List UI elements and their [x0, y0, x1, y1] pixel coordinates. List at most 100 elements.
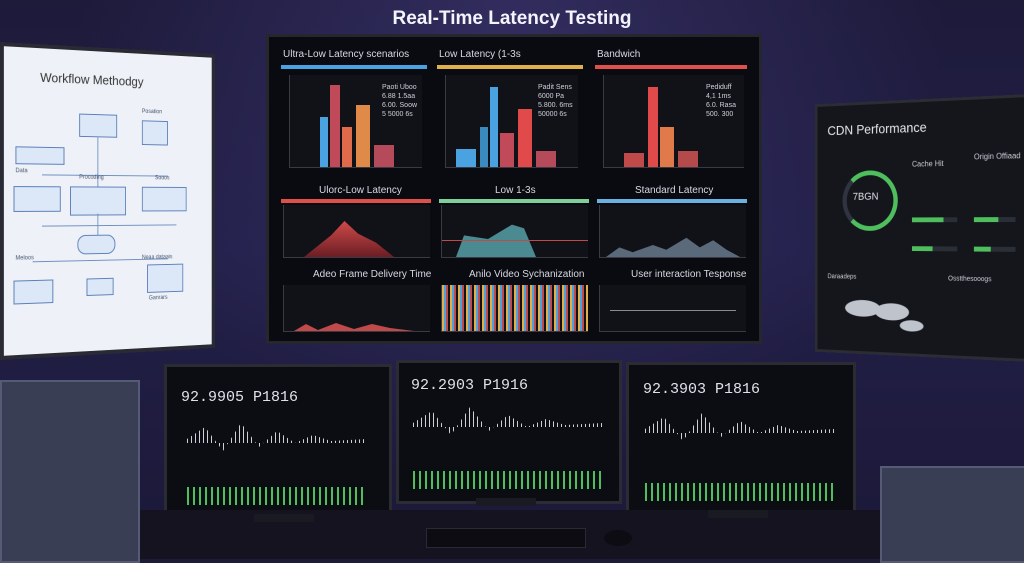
- waveform-monitor: 92.3903 P1816: [626, 362, 856, 516]
- panel-stat: Paoti Uboo: [382, 84, 417, 91]
- whiteboard-label: Meloos: [15, 255, 34, 262]
- flow-box: [141, 120, 168, 146]
- activity-strip: [413, 471, 603, 489]
- monitor-stand: [476, 498, 536, 506]
- panel-stat: 6000 Pa: [538, 93, 565, 100]
- world-map: [834, 286, 932, 343]
- waveform-readout: 92.3903 P1816: [643, 381, 761, 398]
- monitor-stand: [254, 514, 314, 522]
- chart-area: [283, 205, 430, 258]
- panel-title: Adeo Frame Delivery Time: [313, 269, 432, 280]
- whiteboard-label: Sooos: [154, 175, 170, 182]
- panel-stat: 5.800. 6ms: [538, 102, 573, 109]
- cdn-title: CDN Performance: [827, 119, 927, 138]
- chart-spike: [456, 149, 476, 167]
- cache-hit-label: Cache Hit: [911, 159, 944, 169]
- chart-spike: [660, 127, 674, 167]
- panel-color-strip: [597, 199, 747, 203]
- activity-strip: [187, 487, 367, 505]
- panel-title: Bandwich: [597, 49, 641, 60]
- activity-strip: [645, 483, 835, 501]
- chart-area: [599, 285, 746, 332]
- flow-box: [147, 263, 184, 293]
- waveform-monitor: 92.9905 P1816: [164, 364, 392, 520]
- flow-box: [13, 279, 54, 305]
- chart-spike: [624, 153, 644, 167]
- waveform: [645, 413, 835, 441]
- flow-connector: [42, 174, 168, 177]
- panel-title: Ultra-Low Latency scenarios: [283, 49, 410, 60]
- panel-title: Low 1-3s: [495, 185, 536, 196]
- panel-color-strip: [281, 65, 427, 69]
- area-shape: [304, 221, 394, 257]
- flow-connector: [42, 224, 177, 227]
- server-rack-left: [0, 380, 140, 563]
- flow-box: [70, 186, 127, 216]
- waveform: [187, 423, 367, 451]
- waveform-monitor: 92.2903 P1916: [396, 360, 622, 504]
- chart-spike: [678, 151, 698, 167]
- panel-title: Low Latency (1-3s: [439, 49, 521, 60]
- flow-box: [86, 277, 114, 296]
- panel-color-strip: [595, 65, 747, 69]
- flow-node: [77, 234, 116, 255]
- chart-area: [283, 285, 430, 332]
- panel-stat: 6.88 1.5aa: [382, 93, 416, 100]
- whiteboard-label: Ganrars: [148, 295, 168, 302]
- metric-bar: [911, 246, 958, 252]
- chart-spike: [374, 145, 394, 167]
- chart-spike: [320, 117, 328, 167]
- panel-stat: 4,1 1ms: [706, 93, 731, 100]
- mouse[interactable]: [604, 530, 632, 546]
- chart-spike: [648, 87, 658, 167]
- panel-stat: 6.00. Soow: [382, 102, 418, 109]
- metric-bar: [973, 217, 1016, 223]
- panel-color-strip: [281, 199, 431, 203]
- right-panel-label: Osstthesooogs: [948, 275, 992, 284]
- panel-title: Ulorc-Low Latency: [319, 185, 402, 196]
- whiteboard-label: Procoding: [79, 174, 104, 181]
- chart-spike: [518, 109, 532, 167]
- area-shape: [294, 323, 414, 331]
- metric-bar: [911, 217, 958, 223]
- chart-spike: [490, 87, 498, 167]
- chart-area: Pediduff 4,1 1ms 6.0. Rasa 500. 300: [603, 75, 744, 168]
- waveform-readout: 92.9905 P1816: [181, 389, 299, 406]
- flow-connector: [97, 213, 99, 235]
- panel-stat: 5 5000 6s: [382, 111, 413, 118]
- panel-stat: Pediduff: [706, 84, 732, 91]
- area-shape: [456, 224, 536, 257]
- flow-box: [15, 146, 65, 165]
- keyboard[interactable]: [426, 528, 586, 548]
- multi-bar-chart: [441, 285, 588, 332]
- monitor-stand: [708, 510, 768, 518]
- whiteboard-title: Workflow Methodgy: [40, 69, 144, 90]
- panel-title: Standard Latency: [635, 185, 714, 196]
- chart-area: [599, 205, 746, 258]
- metric-bar: [973, 246, 1016, 252]
- waveform: [413, 407, 603, 435]
- trend-line: [610, 310, 736, 311]
- chart-spike: [330, 85, 340, 167]
- cdn-performance-monitor: CDN Performance 7BGN Cache Hit Origin Of…: [814, 94, 1024, 362]
- panel-stat: 6.0. Rasa: [706, 102, 736, 109]
- whiteboard-label: Data: [15, 168, 28, 175]
- waveform-readout: 92.2903 P1916: [411, 377, 529, 394]
- panel-stat: Padit Sens: [538, 84, 572, 91]
- flow-box: [141, 186, 187, 212]
- panel-stat: 50000 6s: [538, 111, 567, 118]
- chart-area: Paoti Uboo 6.88 1.5aa 6.00. Soow 5 5000 …: [289, 75, 422, 168]
- chart-spike: [356, 105, 370, 167]
- chart-spike: [342, 127, 352, 167]
- panel-stat: 500. 300: [706, 111, 734, 118]
- panel-color-strip: [439, 199, 589, 203]
- chart-area: Padit Sens 6000 Pa 5.800. 6ms 50000 6s: [445, 75, 578, 168]
- whiteboard-label: Neaa dataais: [141, 254, 173, 261]
- chart-spike: [536, 151, 556, 167]
- trend-line: [442, 240, 588, 241]
- chart-area: [441, 205, 588, 258]
- flow-box: [79, 113, 118, 138]
- panel-color-strip: [437, 65, 583, 69]
- chart-spike: [500, 133, 514, 167]
- flow-box: [13, 186, 61, 212]
